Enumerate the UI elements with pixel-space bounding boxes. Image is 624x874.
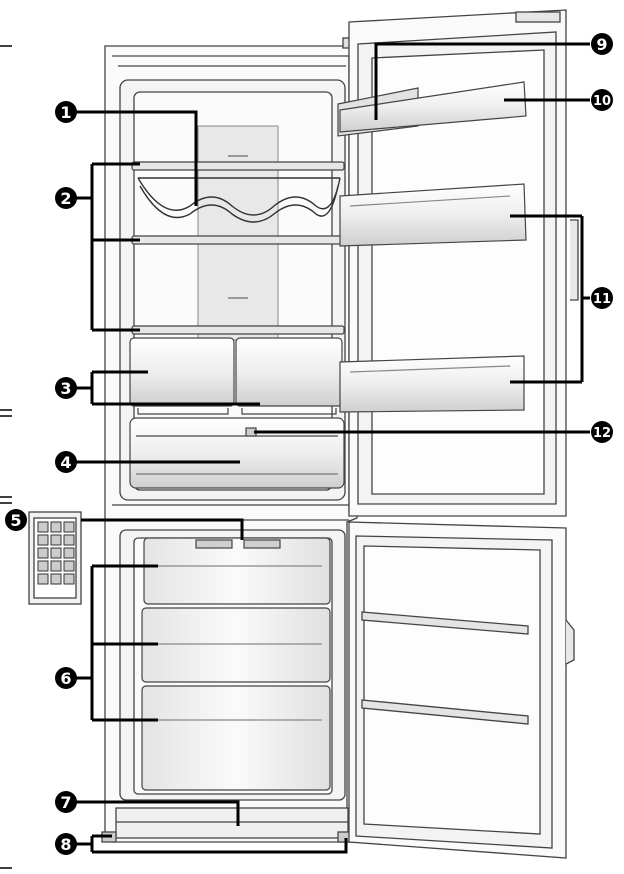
callout-1: 1	[55, 101, 77, 123]
callout-7: 7	[55, 791, 77, 813]
callout-5: 5	[5, 509, 27, 531]
fresh-drawer	[129, 417, 345, 489]
back-panel	[197, 125, 279, 341]
callout-9: 9	[591, 33, 613, 55]
callout-11: 11	[591, 287, 613, 309]
svg-text:8: 8	[60, 835, 71, 854]
freezer-drawers	[141, 537, 331, 791]
svg-text:6: 6	[60, 669, 71, 688]
ice-tray-inset	[28, 511, 82, 605]
callout-12: 12	[591, 421, 613, 443]
svg-text:9: 9	[596, 35, 607, 54]
callout-2: 2	[55, 187, 77, 209]
freezer-door	[348, 521, 575, 859]
callout-4: 4	[55, 451, 77, 473]
callout-8: 8	[55, 833, 77, 855]
vegetable-drawers	[129, 337, 343, 415]
wine-rack	[137, 177, 341, 223]
svg-text:4: 4	[60, 453, 71, 472]
svg-text:12: 12	[593, 426, 611, 441]
svg-text:3: 3	[60, 379, 71, 398]
svg-text:11: 11	[593, 292, 611, 307]
callout-6: 6	[55, 667, 77, 689]
svg-text:10: 10	[593, 94, 611, 109]
door-bins	[339, 81, 527, 413]
svg-text:7: 7	[60, 793, 71, 812]
svg-text:2: 2	[60, 189, 71, 208]
svg-text:5: 5	[10, 511, 21, 530]
fridge-door	[348, 9, 579, 517]
svg-text:1: 1	[60, 103, 71, 122]
leader-lines	[76, 42, 590, 854]
callout-3: 3	[55, 377, 77, 399]
edge-marks	[0, 45, 12, 869]
callout-10: 10	[591, 89, 613, 111]
